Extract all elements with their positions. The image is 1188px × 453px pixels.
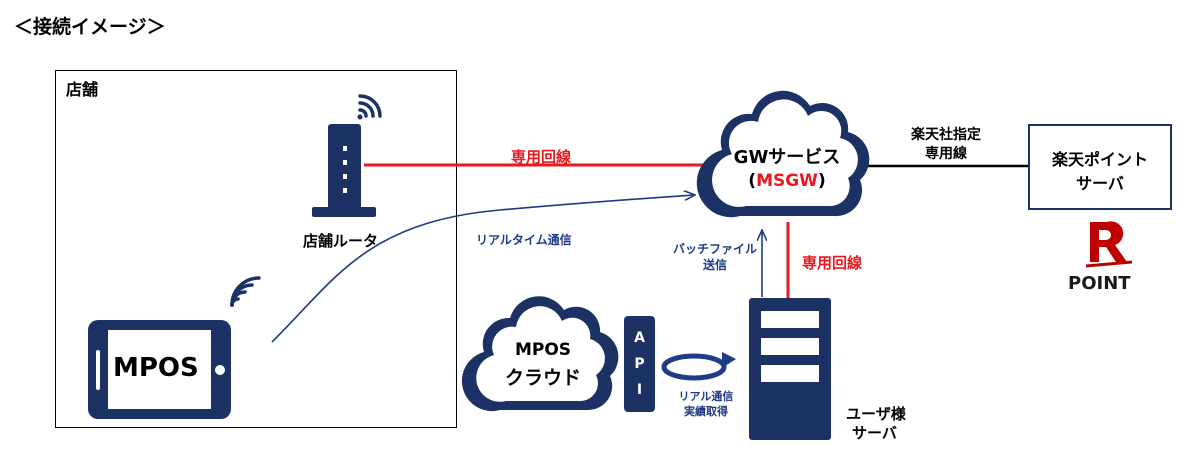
router-wifi-icon (357, 94, 382, 120)
mpos-label: MPOS (113, 353, 199, 383)
batch-label-line2: 送信 (702, 258, 727, 272)
rakuten-server-line1: 楽天ポイント (1051, 150, 1148, 169)
mpos-wifi-icon (230, 276, 261, 307)
realtime-label: リアルタイム通信 (476, 233, 572, 247)
realtime-arrow (271, 195, 694, 343)
mpos-cloud-subtitle: クラウド (504, 367, 581, 389)
api-label-line1: リアル通信 (678, 390, 734, 403)
leased-line-top-label: 専用回線 (511, 148, 572, 166)
rakuten-line-label-1: 楽天社指定 (911, 127, 981, 143)
leased-line-right-label: 専用回線 (802, 254, 863, 272)
store-area (55, 70, 457, 428)
batch-label-line1: バッチファイル (672, 242, 757, 256)
tablet-icon (88, 320, 231, 419)
rakuten-server-line2: サーバ (1076, 174, 1124, 193)
user-server-line2: サーバ (852, 424, 897, 442)
api-label-line2: 実績取得 (684, 405, 728, 418)
mpos-cloud-title: MPOS (514, 340, 572, 360)
router-label: 店舗ルータ (303, 232, 379, 250)
gw-cloud-subtitle: (MSGW) (748, 171, 826, 191)
rakuten-line-label-2: 専用線 (925, 146, 967, 162)
rakuten-point-logo-text: POINT (1068, 273, 1131, 294)
api-box: A P I (624, 316, 655, 412)
rakuten-point-server: 楽天ポイント サーバ (1028, 124, 1172, 210)
api-letter: I (636, 382, 643, 398)
user-server-icon (749, 298, 831, 440)
api-circular-arrow (661, 352, 736, 381)
api-letter: A (634, 330, 645, 346)
mpos-cloud (461, 296, 619, 412)
api-letter: P (634, 356, 645, 372)
msgw-label: MSGW (756, 171, 818, 191)
gw-cloud-title: GWサービス (733, 147, 841, 168)
store-label: 店舗 (66, 80, 99, 99)
user-server-line1: ユーザ様 (846, 405, 906, 423)
router-icon (312, 124, 376, 217)
gw-cloud (696, 90, 870, 218)
rakuten-point-logo (1085, 221, 1133, 268)
page-title: ＜接続イメージ＞ (14, 16, 166, 38)
